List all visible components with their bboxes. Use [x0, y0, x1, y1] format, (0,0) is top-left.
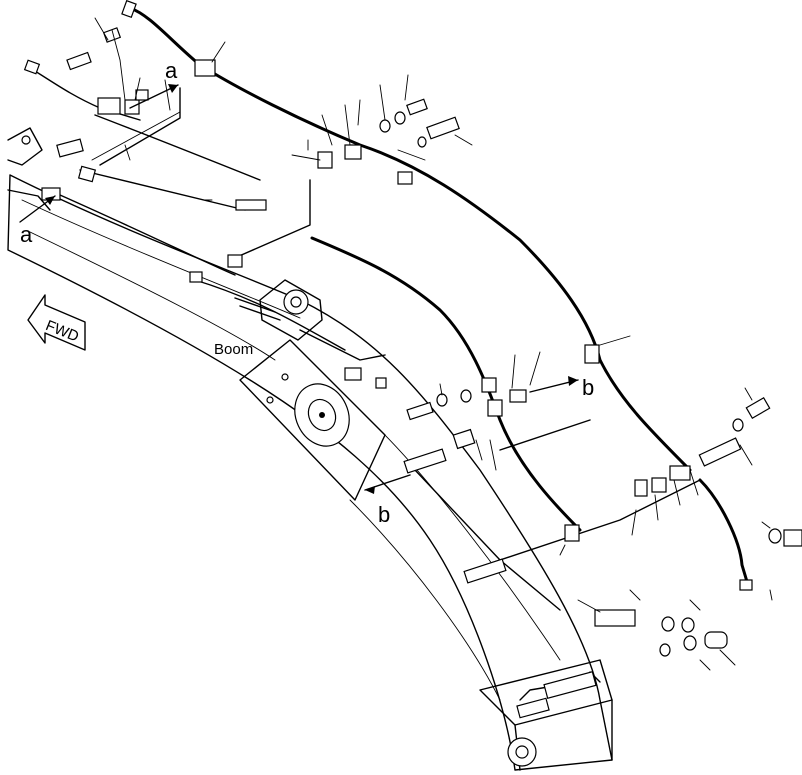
boom-tip — [507, 671, 601, 767]
fwd-label: FWD — [43, 317, 81, 346]
reference-arrow-b-right — [529, 376, 579, 393]
boom-top-bracket — [234, 279, 386, 361]
fwd-direction-arrow — [27, 294, 86, 351]
boom-foot-end — [7, 127, 51, 211]
ref-label-a-upper: a — [165, 58, 178, 83]
reference-arrow-a-lower — [19, 195, 56, 223]
fasteners — [56, 27, 802, 657]
boom-label: Boom — [214, 341, 253, 358]
boom-body — [7, 174, 613, 771]
reference-arrow-b-lower — [364, 474, 411, 494]
ref-label-b-lower: b — [378, 502, 390, 527]
ref-label-b-right: b — [582, 375, 594, 400]
clamps — [41, 59, 691, 719]
boom-side-boss — [266, 373, 350, 447]
leader-lines — [91, 17, 773, 671]
reference-arrow-a-upper — [99, 84, 181, 166]
ref-label-a-lower: a — [20, 222, 33, 247]
pipes-boom-side — [59, 114, 701, 611]
